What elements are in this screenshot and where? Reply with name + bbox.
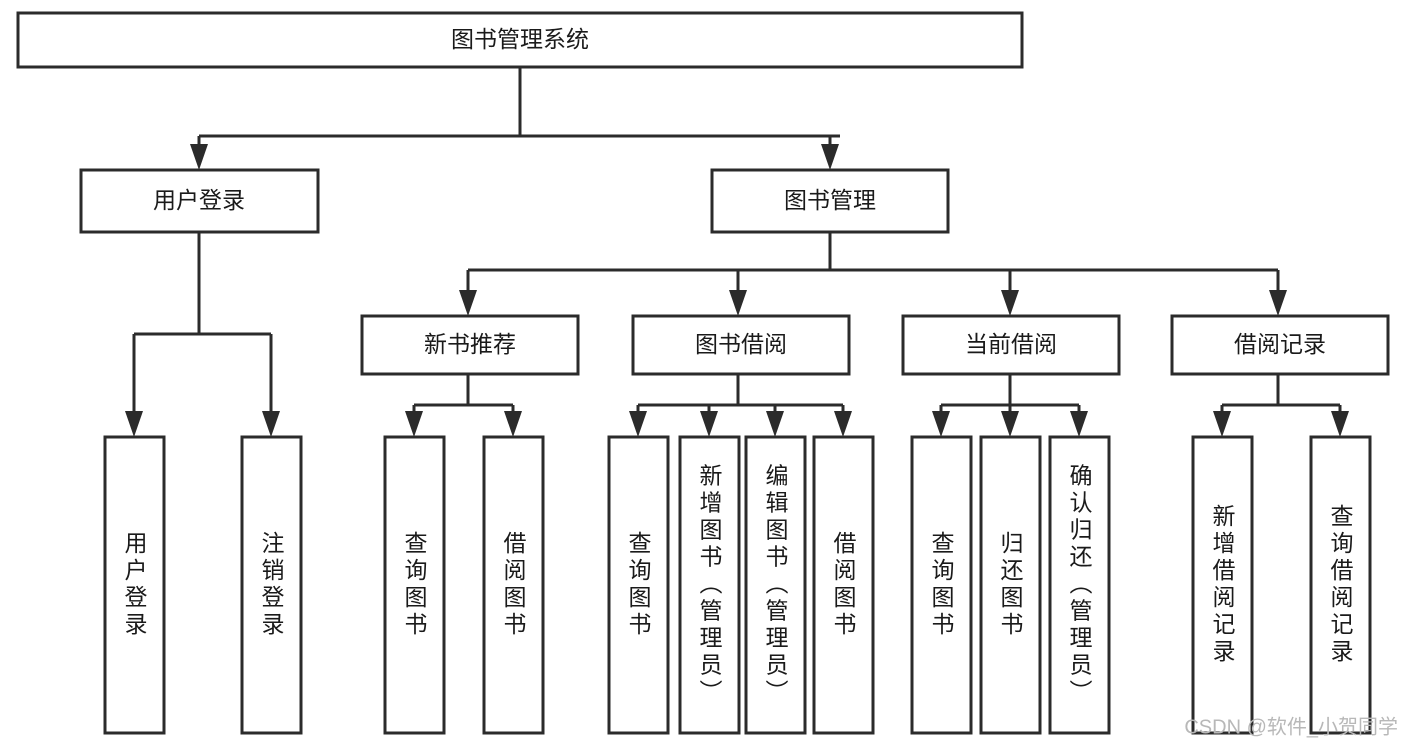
leaf-edit-book[interactable]: 编辑图书（管理员） (744, 435, 807, 735)
arrow-head-book-manage (821, 144, 839, 170)
leaf-edit-book-box[interactable] (744, 435, 807, 735)
leaf-query-book-3-box[interactable] (910, 435, 973, 735)
node-book-borrow[interactable]: 图书借阅 (631, 314, 851, 376)
connector-group-current-borrow (932, 374, 1088, 437)
node-borrow-record[interactable]: 借阅记录 (1170, 314, 1390, 376)
leaf-return-book[interactable]: 归还图书 (979, 435, 1042, 735)
node-borrow-record-box[interactable] (1170, 314, 1390, 376)
leaf-query-record-label: 查询借阅记录 (1327, 504, 1354, 666)
node-root-label: 图书管理系统 (451, 26, 589, 52)
leaf-borrow-book-2[interactable]: 借阅图书 (812, 435, 875, 735)
node-borrow-record-label: 借阅记录 (1234, 331, 1326, 357)
leaf-query-book-3-label: 查询图书 (928, 531, 955, 639)
leaf-query-book-1-label: 查询图书 (401, 531, 428, 639)
leaf-borrow-book-1-box[interactable] (482, 435, 545, 735)
leaf-add-record-label: 新增借阅记录 (1209, 504, 1236, 666)
csdn-watermark: CSDN @软件_小贺同学 (1184, 715, 1398, 738)
arrow-head-leaf-borrow-book-1 (504, 411, 522, 437)
arrow-head-leaf-add-book (700, 411, 718, 437)
connector-group-borrow-record (1213, 374, 1349, 437)
leaf-logout-login-label: 注销登录 (258, 531, 285, 639)
leaf-logout-login-box[interactable] (240, 435, 303, 735)
arrow-head-leaf-edit-book (766, 411, 784, 437)
leaf-borrow-book-2-box[interactable] (812, 435, 875, 735)
connector-group-root (190, 67, 840, 170)
arrow-head-user-login (190, 144, 208, 170)
node-current-borrow-label: 当前借阅 (965, 331, 1057, 357)
leaf-query-record-box[interactable] (1309, 435, 1372, 735)
connector-group-new-book-recommend (405, 374, 522, 437)
arrow-head-borrow-record (1269, 290, 1287, 316)
node-current-borrow-box[interactable] (901, 314, 1121, 376)
node-new-book-recommend[interactable]: 新书推荐 (360, 314, 580, 376)
connector-group-book-borrow (629, 374, 852, 437)
leaf-borrow-book-2-label: 借阅图书 (830, 531, 857, 639)
arrow-head-leaf-user-login (125, 411, 143, 437)
leaf-edit-book-label: 编辑图书（管理员） (762, 464, 789, 707)
leaf-confirm-return-label: 确认归还（管理员） (1066, 464, 1093, 707)
node-root[interactable]: 图书管理系统 (16, 11, 1024, 69)
connector-group-user-login (125, 232, 280, 437)
leaf-add-book-box[interactable] (678, 435, 741, 735)
leaf-query-book-2[interactable]: 查询图书 (607, 435, 670, 735)
arrow-head-leaf-query-book-2 (629, 411, 647, 437)
node-book-borrow-label: 图书借阅 (695, 331, 787, 357)
leaf-query-book-2-label: 查询图书 (625, 531, 652, 639)
leaf-user-login[interactable]: 用户登录 (103, 435, 166, 735)
arrow-head-new-book-recommend (459, 290, 477, 316)
leaf-query-book-1-box[interactable] (383, 435, 446, 735)
arrow-head-leaf-query-record (1331, 411, 1349, 437)
leaf-logout-login[interactable]: 注销登录 (240, 435, 303, 735)
arrow-head-book-borrow (729, 290, 747, 316)
arrow-head-leaf-query-book-3 (932, 411, 950, 437)
node-book-manage[interactable]: 图书管理 (710, 168, 950, 234)
node-new-book-recommend-label: 新书推荐 (424, 331, 516, 357)
node-user-login-box[interactable] (79, 168, 320, 234)
arrow-head-leaf-confirm-return (1070, 411, 1088, 437)
leaf-borrow-book-1-label: 借阅图书 (500, 531, 527, 639)
leaf-user-login-label: 用户登录 (121, 531, 148, 639)
connector-group-book-manage (459, 232, 1287, 316)
arrow-head-leaf-query-book-1 (405, 411, 423, 437)
arrow-head-leaf-add-record (1213, 411, 1231, 437)
leaf-query-book-3[interactable]: 查询图书 (910, 435, 973, 735)
leaf-add-record-box[interactable] (1191, 435, 1254, 735)
leaf-confirm-return[interactable]: 确认归还（管理员） (1048, 435, 1111, 735)
leaf-add-book[interactable]: 新增图书（管理员） (678, 435, 741, 735)
leaf-add-book-label: 新增图书（管理员） (696, 464, 723, 707)
leaf-borrow-book-1[interactable]: 借阅图书 (482, 435, 545, 735)
leaf-user-login-box[interactable] (103, 435, 166, 735)
node-book-manage-label: 图书管理 (784, 187, 876, 213)
node-user-login-label: 用户登录 (153, 187, 245, 213)
node-book-borrow-box[interactable] (631, 314, 851, 376)
node-user-login[interactable]: 用户登录 (79, 168, 320, 234)
node-book-manage-box[interactable] (710, 168, 950, 234)
arrow-head-current-borrow (1001, 290, 1019, 316)
arrow-head-leaf-return-book (1001, 411, 1019, 437)
leaf-add-record[interactable]: 新增借阅记录 (1191, 435, 1254, 735)
arrow-head-leaf-borrow-book-2 (834, 411, 852, 437)
leaf-query-record[interactable]: 查询借阅记录 (1309, 435, 1372, 735)
node-current-borrow[interactable]: 当前借阅 (901, 314, 1121, 376)
leaf-query-book-1[interactable]: 查询图书 (383, 435, 446, 735)
node-new-book-recommend-box[interactable] (360, 314, 580, 376)
arrow-head-leaf-logout-login (262, 411, 280, 437)
leaf-confirm-return-box[interactable] (1048, 435, 1111, 735)
leaf-return-book-label: 归还图书 (997, 531, 1024, 639)
node-root-box[interactable] (16, 11, 1024, 69)
leaf-query-book-2-box[interactable] (607, 435, 670, 735)
leaf-return-book-box[interactable] (979, 435, 1042, 735)
